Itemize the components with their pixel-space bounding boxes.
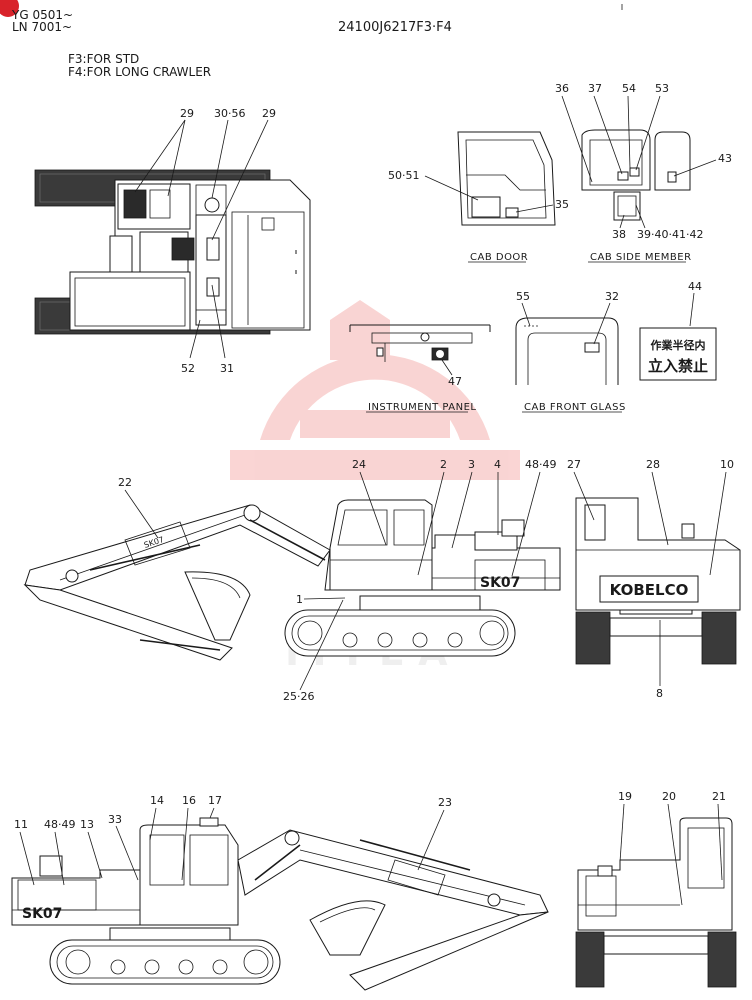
side-view-excavator-bottom: SK07 — [11, 817, 549, 991]
cab-side-member-view — [581, 129, 691, 221]
callout-30-56: 30·56 — [214, 107, 246, 120]
callout-8: 8 — [656, 687, 663, 700]
instrument-panel-view — [349, 324, 491, 362]
callout-48-49-side: 48·49 — [525, 458, 557, 471]
callout-39-42: 39·40·41·42 — [637, 228, 703, 241]
warning-sign-line1: 作業半径内 — [651, 338, 706, 352]
callout-43: 43 — [718, 152, 732, 165]
callout-2: 2 — [440, 458, 447, 471]
callout-10: 10 — [720, 458, 734, 471]
callout-14: 14 — [150, 794, 164, 807]
callout-44: 44 — [688, 280, 702, 293]
callout-1: 1 — [296, 593, 303, 606]
callout-37: 37 — [588, 82, 602, 95]
caption-cab-door: CAB DOOR — [470, 252, 528, 263]
cab-door-view — [457, 131, 556, 226]
serial-range-yg: YG 0501~ — [11, 8, 73, 22]
callout-24: 24 — [352, 458, 366, 471]
callout-27: 27 — [567, 458, 581, 471]
part-number: 24100J6217F3·F4 — [338, 20, 452, 35]
callout-48-49-bottom: 48·49 — [44, 818, 76, 831]
callout-53: 53 — [655, 82, 669, 95]
leaders-bottom-rear — [619, 803, 723, 906]
model-decal-bottom: SK07 — [22, 906, 62, 922]
callout-38: 38 — [612, 228, 626, 241]
note-f4: F4:FOR LONG CRAWLER — [68, 65, 211, 79]
callout-36: 36 — [555, 82, 569, 95]
callout-19: 19 — [618, 790, 632, 803]
callout-25-26: 25·26 — [283, 690, 315, 703]
top-view-machine — [34, 169, 311, 335]
callout-23: 23 — [438, 796, 452, 809]
note-f3: F3:FOR STD — [68, 52, 139, 66]
callout-11: 11 — [14, 818, 28, 831]
cab-front-glass-view — [515, 317, 619, 385]
callout-32: 32 — [605, 290, 619, 303]
side-view-excavator: SK07 SK07 — [23, 499, 561, 661]
callout-28: 28 — [646, 458, 660, 471]
leaders-rear-view — [573, 471, 727, 686]
callout-17: 17 — [208, 794, 222, 807]
callout-22: 22 — [118, 476, 132, 489]
callout-31: 31 — [220, 362, 234, 375]
callout-13: 13 — [80, 818, 94, 831]
serial-range-ln: LN 7001~ — [12, 20, 72, 34]
warning-sign-line2: 立入禁止 — [648, 357, 708, 375]
caption-cab-side-member: CAB SIDE MEMBER — [590, 252, 692, 263]
callout-21: 21 — [712, 790, 726, 803]
leaders-side-view — [124, 471, 541, 691]
callout-3: 3 — [468, 458, 475, 471]
warning-sign-decal: 作業半径内 立入禁止 — [639, 327, 717, 381]
leaders-cab-side — [561, 95, 717, 229]
leaders-bottom-view — [19, 807, 445, 886]
model-decal-side: SK07 — [480, 575, 520, 591]
leaders-top-view — [134, 119, 269, 359]
callout-29-a: 29 — [180, 107, 194, 120]
callout-16: 16 — [182, 794, 196, 807]
callout-54: 54 — [622, 82, 636, 95]
callout-55: 55 — [516, 290, 530, 303]
rear-view-machine-bottom — [575, 817, 737, 988]
callout-35: 35 — [555, 198, 569, 211]
callout-29-b: 29 — [262, 107, 276, 120]
callout-47: 47 — [448, 375, 462, 388]
brand-decal-rear: KOBELCO — [610, 581, 689, 599]
callout-33: 33 — [108, 813, 122, 826]
callout-52: 52 — [181, 362, 195, 375]
rear-view-machine: KOBELCO — [575, 497, 741, 665]
caption-instrument-panel: INSTRUMENT PANEL — [368, 402, 476, 413]
callout-4: 4 — [494, 458, 501, 471]
callout-20: 20 — [662, 790, 676, 803]
callout-50-51: 50·51 — [388, 169, 420, 182]
caption-cab-front-glass: CAB FRONT GLASS — [524, 402, 626, 413]
corner-badge — [0, 0, 19, 17]
